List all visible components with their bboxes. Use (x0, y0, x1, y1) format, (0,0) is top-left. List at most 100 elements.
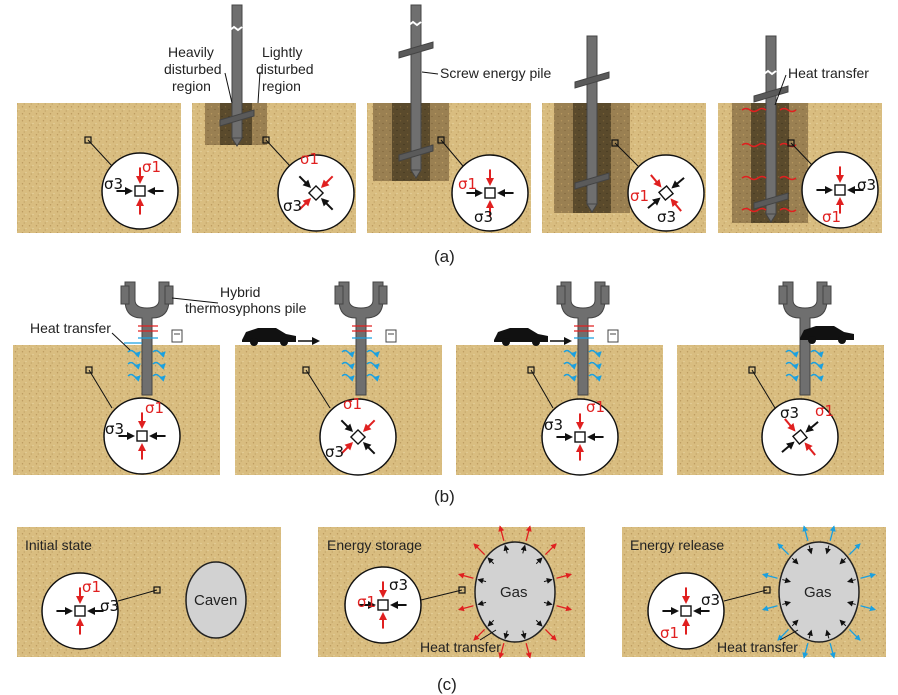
heat-flux-arrow (829, 525, 836, 541)
sigma3-label: σ3 (544, 416, 563, 434)
sensor-icon (385, 329, 397, 343)
label-heat-transfer-b: Heat transfer (30, 320, 111, 336)
gas-cavern-release (778, 541, 860, 643)
sigma3-label: σ3 (283, 197, 302, 215)
soil-element-marker (153, 586, 161, 594)
sigma3-label: σ3 (100, 597, 119, 615)
stress-element: σ1 σ3 (611, 139, 705, 232)
label-screw-energy-pile: Screw energy pile (440, 65, 551, 81)
soil-element-marker (763, 586, 771, 594)
heat-flux-arrow (556, 605, 572, 612)
sigma3-label: σ3 (780, 404, 799, 422)
soil-element-marker (458, 586, 466, 594)
stress-element: σ1 σ3 (647, 572, 771, 650)
stress-element: σ1 σ3 (84, 136, 179, 230)
heat-flux-arrow (498, 643, 505, 659)
heat-flux-arrow (762, 605, 778, 612)
stress-element: σ1 σ3 (302, 366, 397, 476)
heat-flux-arrow (473, 543, 486, 555)
heat-flux-arrow (458, 605, 474, 612)
gas-label-release: Gas (804, 584, 832, 601)
caption-a: (a) (434, 247, 455, 266)
sigma1-label: σ1 (357, 593, 376, 611)
heat-flux-arrow (829, 643, 836, 659)
stress-element: σ1 σ3 (748, 366, 839, 476)
sigma1-label: σ1 (142, 158, 161, 176)
sigma1-label: σ1 (458, 175, 477, 193)
caption-b: (b) (434, 487, 455, 506)
sigma3-label: σ3 (104, 175, 123, 193)
sigma3-label: σ3 (857, 176, 876, 194)
heat-flux-arrow (525, 525, 532, 541)
cavern (185, 561, 247, 639)
sigma1-label: σ1 (82, 578, 101, 596)
label-heat-transfer-a: Heat transfer (788, 65, 869, 81)
stress-element: σ1 σ3 (85, 366, 181, 475)
heat-flux-arrow (458, 572, 474, 579)
sigma1-label: σ1 (300, 150, 319, 168)
stress-element: σ1 σ3 (344, 566, 466, 644)
initial-state-title: Initial state (25, 537, 92, 553)
heat-flux-arrow (473, 629, 486, 641)
stress-element: σ1 σ3 (437, 136, 529, 232)
soil-element-marker (84, 136, 92, 144)
soil-element-marker (85, 366, 93, 374)
car-icon (242, 326, 854, 346)
sigma3-label: σ3 (474, 208, 493, 226)
stress-element: σ1 σ3 (262, 136, 355, 232)
energy-storage-title: Energy storage (327, 537, 422, 553)
sigma3-label: σ3 (657, 208, 676, 226)
heat-flux-arrow (556, 572, 572, 579)
heat-flux-arrow (762, 572, 778, 579)
heat-flux-arrow (860, 572, 876, 579)
heat-flux-arrow (777, 543, 790, 555)
soil-element-marker (437, 136, 445, 144)
soil-element-marker (748, 366, 756, 374)
heat-flux-arrow (777, 629, 790, 641)
energy-release-title: Energy release (630, 537, 724, 553)
heat-flux-arrow (525, 643, 532, 659)
heat-flux-arrow (802, 643, 809, 659)
sigma3-label: σ3 (105, 420, 124, 438)
sigma3-label: σ3 (389, 576, 408, 594)
sigma1-label: σ1 (343, 395, 362, 413)
soil-element-marker (787, 139, 795, 147)
soil-element-marker (611, 139, 619, 147)
gas-label-storage: Gas (500, 584, 528, 601)
heat-flux-arrow (860, 605, 876, 612)
sigma3-label: σ3 (701, 591, 720, 609)
sigma1-label: σ1 (145, 399, 164, 417)
sensor-icon (607, 329, 619, 343)
sensor-icon (171, 329, 183, 343)
heat-transfer-label-release: Heat transfer (717, 639, 798, 655)
heat-flux-arrow (544, 629, 557, 641)
heat-flux-arrow (848, 543, 861, 555)
heat-flux-arrow (848, 629, 861, 641)
soil-element-marker (262, 136, 270, 144)
gas-cavern-storage (474, 541, 556, 643)
sigma3-label: σ3 (325, 443, 344, 461)
sigma1-label: σ1 (660, 624, 679, 642)
heat-flux-arrow (544, 543, 557, 555)
heat-transfer-label-storage: Heat transfer (420, 639, 501, 655)
cavern-arrows (171, 329, 876, 659)
caven-label: Caven (194, 592, 237, 609)
soil-element-marker (527, 366, 535, 374)
heat-transfer-arrows-b (127, 349, 824, 382)
heat-flux-arrow (802, 525, 809, 541)
caption-c: (c) (437, 675, 457, 694)
sigma1-label: σ1 (630, 187, 649, 205)
heat-flux-arrow (498, 525, 505, 541)
sigma1-label: σ1 (815, 402, 834, 420)
soil-element-marker (302, 366, 310, 374)
